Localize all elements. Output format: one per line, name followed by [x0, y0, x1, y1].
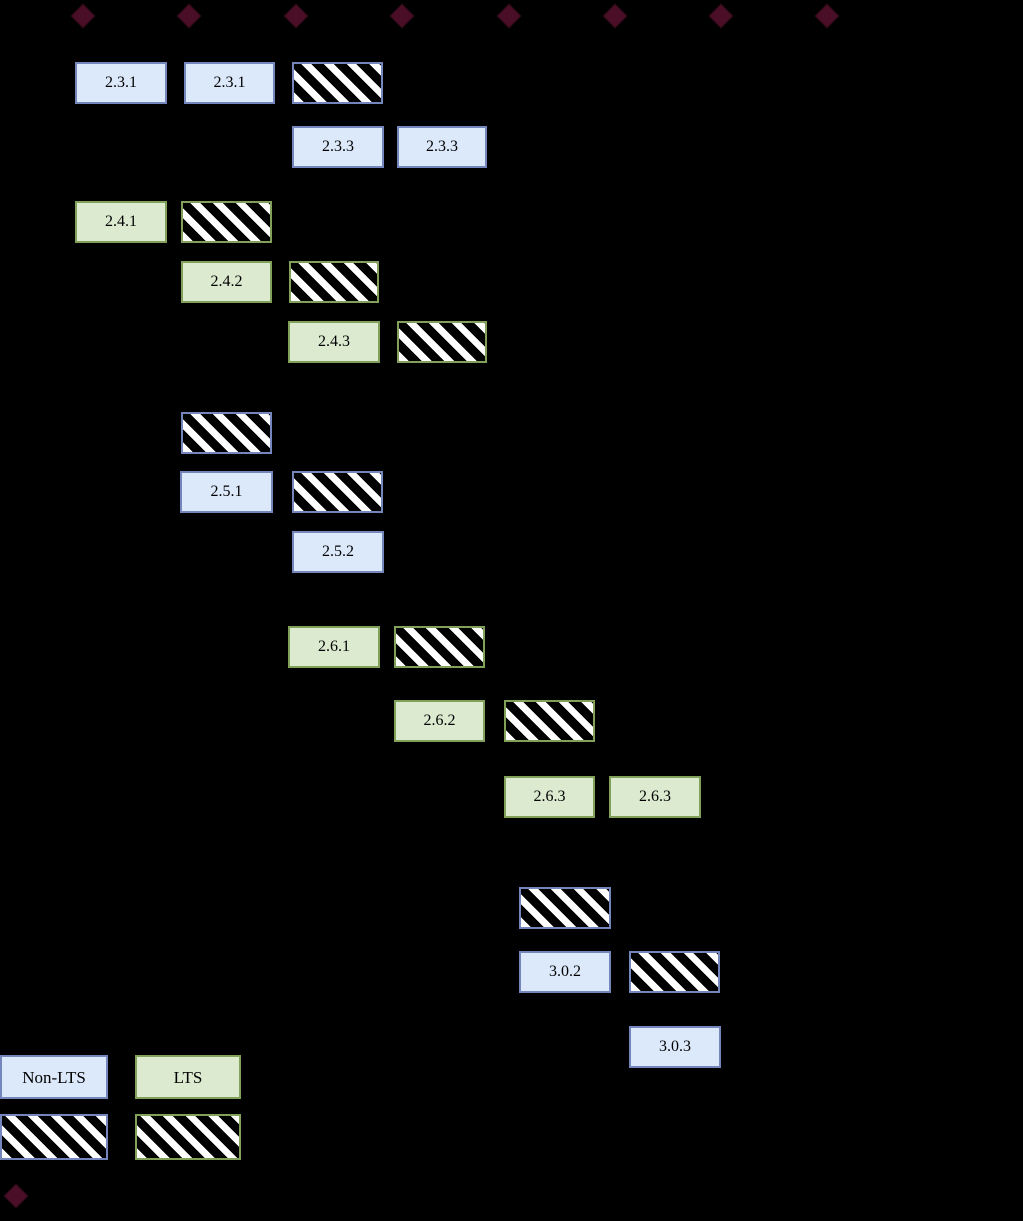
version-bar: 3.0.2 [519, 951, 611, 993]
version-bar-hatched [181, 201, 272, 243]
milestone-diamond-icon [283, 3, 309, 29]
milestone-diamond-icon [176, 3, 202, 29]
version-bar: 2.3.1 [184, 62, 275, 104]
milestone-diamond-icon [708, 3, 734, 29]
legend-item-non-lts: Non-LTS [0, 1055, 108, 1099]
legend-item-non-lts-hatched [0, 1114, 108, 1160]
version-bar: 2.6.1 [288, 626, 380, 668]
version-bar: 2.5.1 [180, 471, 273, 513]
milestone-diamond-icon [70, 3, 96, 29]
version-bar-hatched [181, 412, 272, 454]
legend-item-lts-hatched [135, 1114, 241, 1160]
milestone-diamond-icon [3, 1183, 29, 1209]
version-bar: 2.4.3 [288, 321, 380, 363]
version-bar: 3.0.3 [629, 1026, 721, 1068]
version-bar: 2.3.3 [397, 126, 487, 168]
version-bar: 2.6.3 [609, 776, 701, 818]
legend-item-lts: LTS [135, 1055, 241, 1099]
milestone-diamond-icon [389, 3, 415, 29]
version-bar-hatched [394, 626, 485, 668]
version-bar-hatched [397, 321, 487, 363]
version-bar-hatched [292, 471, 383, 513]
version-bar-hatched [504, 700, 595, 742]
version-bar: 2.5.2 [292, 531, 384, 573]
version-bar: 2.6.2 [394, 700, 485, 742]
version-bar: 2.6.3 [504, 776, 595, 818]
milestone-diamond-icon [496, 3, 522, 29]
version-bar-hatched [519, 887, 611, 929]
version-bar-hatched [292, 62, 383, 104]
milestone-diamond-icon [814, 3, 840, 29]
version-bar-hatched [289, 261, 379, 303]
milestone-diamond-icon [602, 3, 628, 29]
version-bar: 2.3.1 [75, 62, 167, 104]
version-bar-hatched [629, 951, 720, 993]
version-bar: 2.4.2 [181, 261, 272, 303]
version-bar: 2.4.1 [75, 201, 167, 243]
version-bar: 2.3.3 [292, 126, 384, 168]
